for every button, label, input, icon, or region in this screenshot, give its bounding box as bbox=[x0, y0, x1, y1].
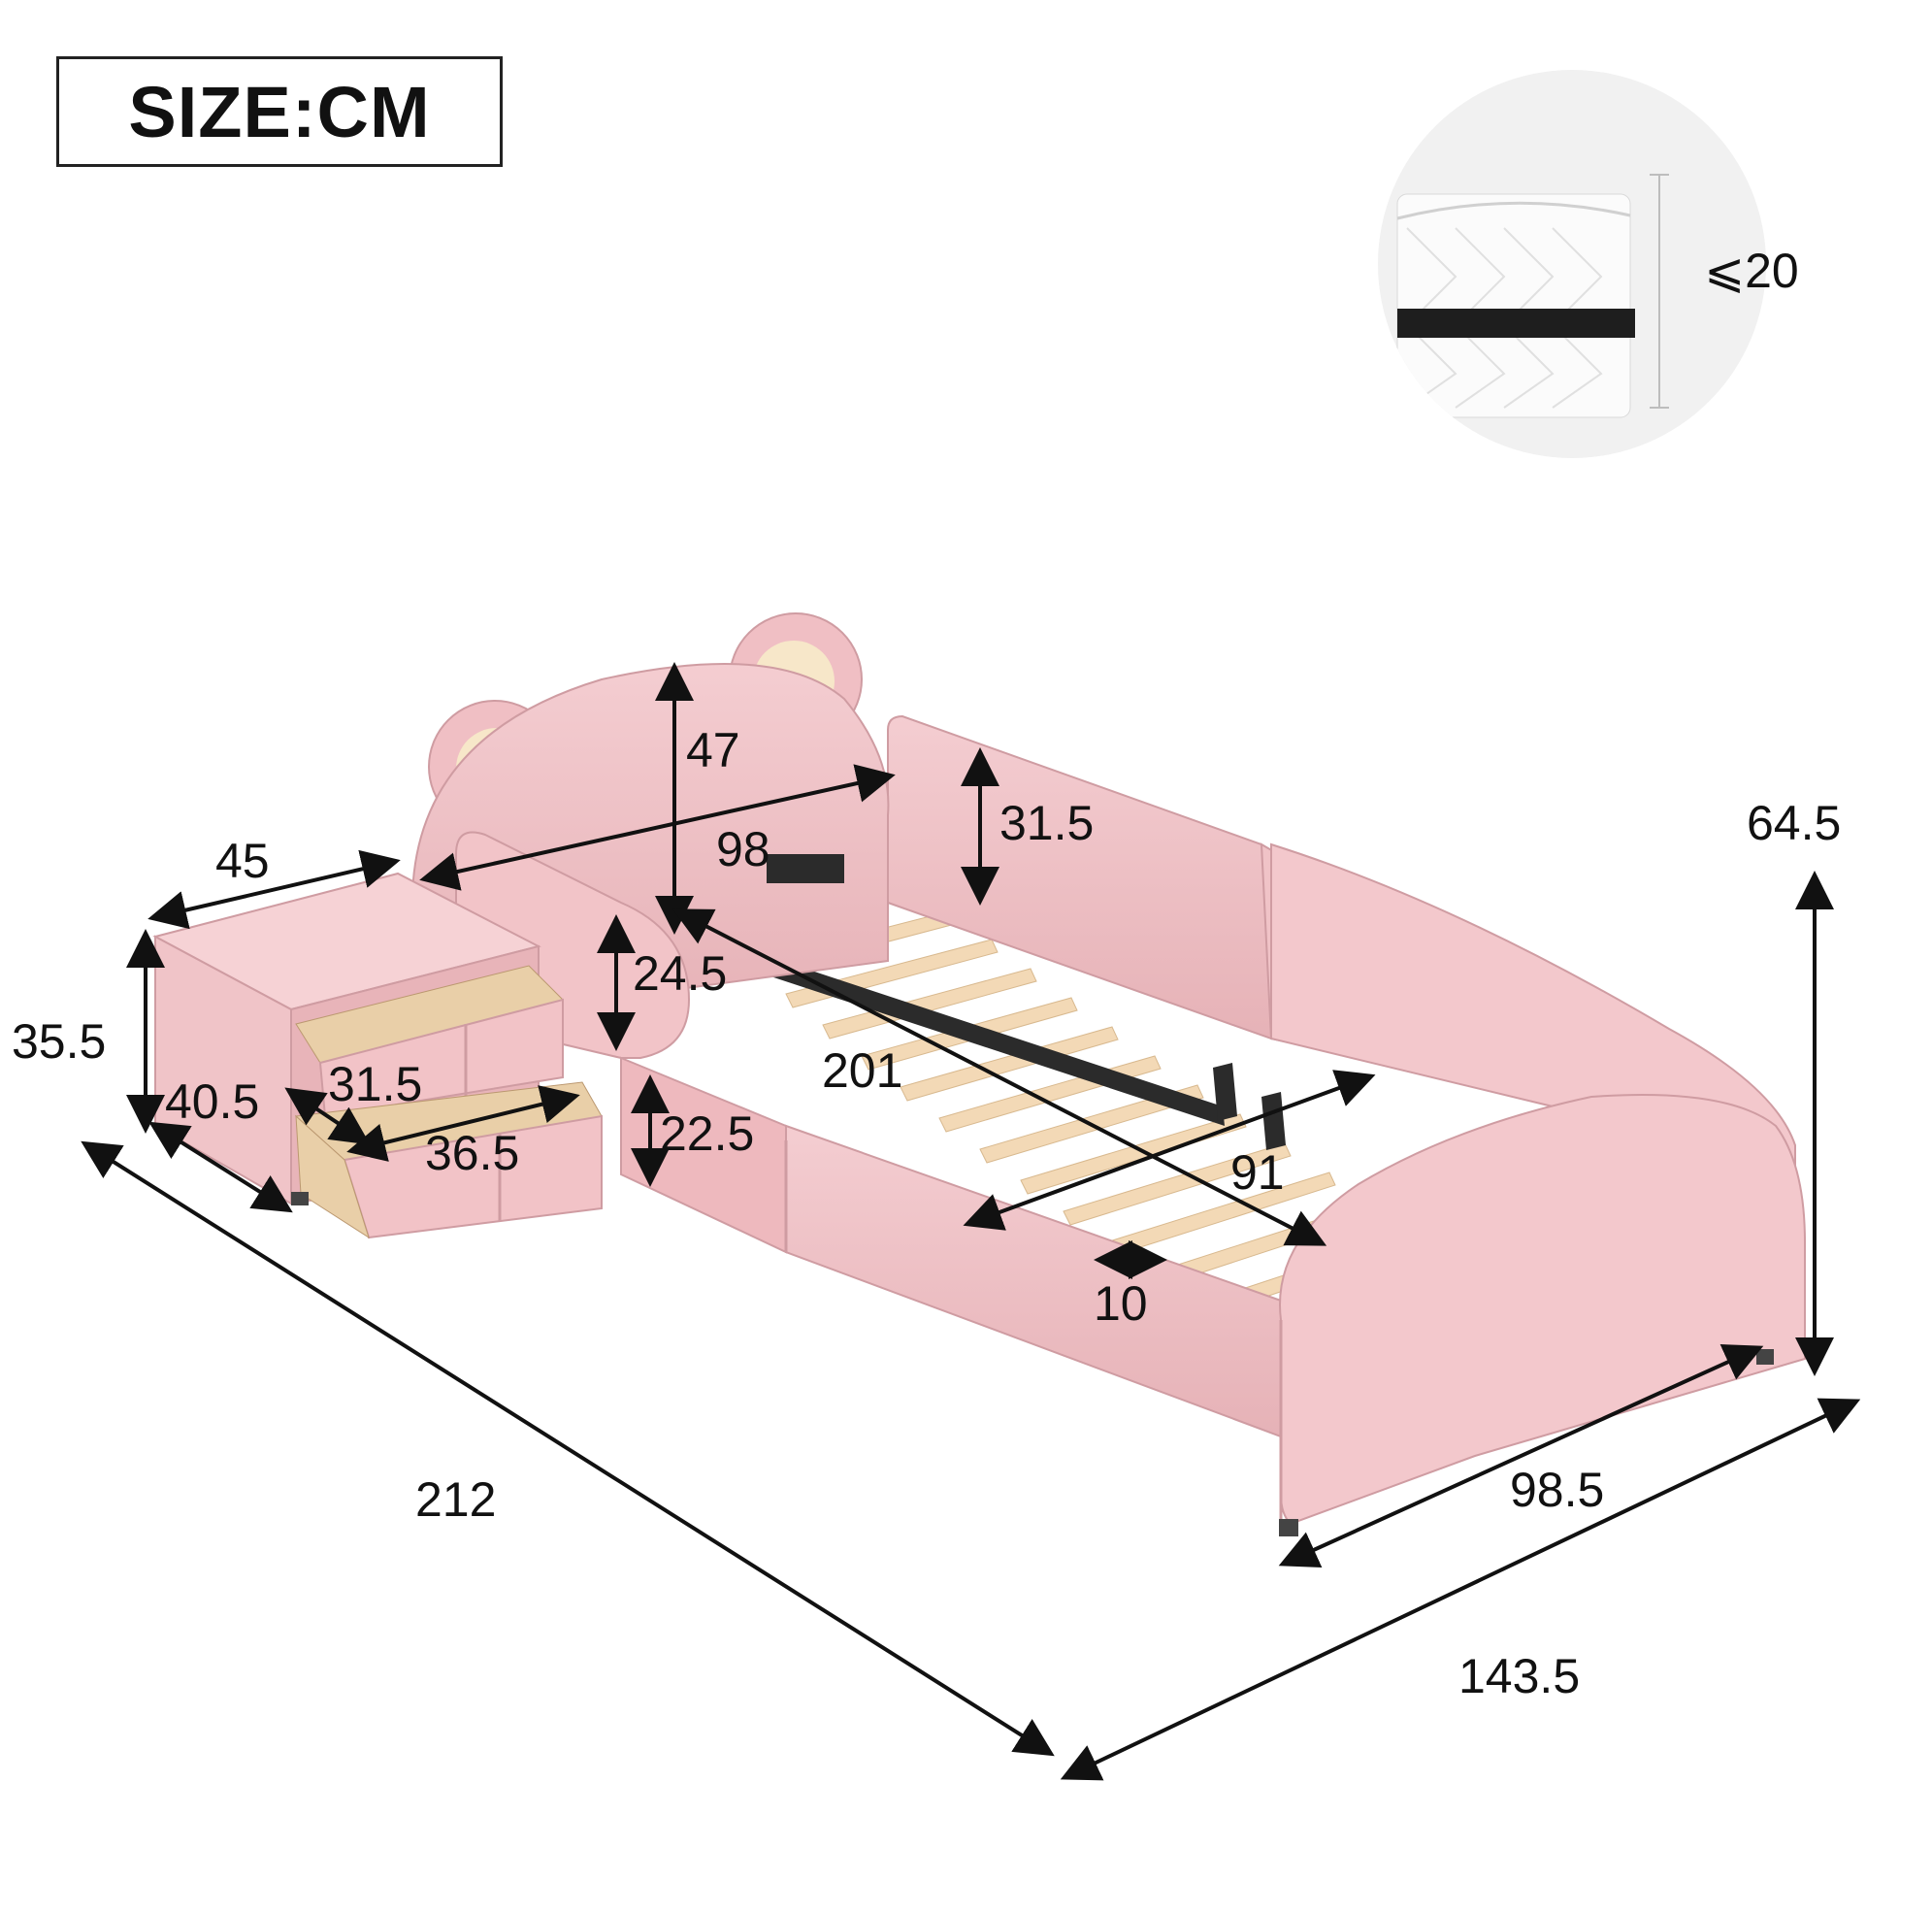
label-nightstand-height: 35.5 bbox=[12, 1014, 107, 1069]
label-side-guard-upper: 24.5 bbox=[633, 946, 728, 1001]
label-headboard-width: 98 bbox=[716, 822, 770, 876]
label-drawer-width: 36.5 bbox=[425, 1126, 520, 1180]
dimension-lines bbox=[81, 662, 1861, 1781]
label-inner-width: 91 bbox=[1230, 1145, 1285, 1200]
label-headboard-height: 47 bbox=[686, 723, 740, 777]
label-footboard-width: 98.5 bbox=[1510, 1463, 1605, 1517]
unit-label: SIZE:CM bbox=[128, 71, 431, 152]
arrow-headboard-width bbox=[419, 764, 896, 891]
label-overall-length: 212 bbox=[415, 1472, 497, 1527]
label-overall-width: 143.5 bbox=[1458, 1649, 1581, 1703]
label-drawer-depth: 31.5 bbox=[328, 1057, 423, 1111]
label-slat-gap: 10 bbox=[1094, 1276, 1148, 1331]
mattress-note: ⩽20 bbox=[1704, 244, 1799, 298]
unit-label-box: SIZE:CM bbox=[56, 56, 503, 167]
label-side-guard-lower: 22.5 bbox=[660, 1106, 755, 1161]
label-nightstand-width: 45 bbox=[215, 834, 270, 888]
mattress-inset: ⩽20 bbox=[1378, 70, 1799, 458]
arrow-nightstand-width bbox=[147, 849, 401, 930]
label-nightstand-depth: 40.5 bbox=[165, 1074, 260, 1129]
arrow-overall-length bbox=[81, 1140, 1055, 1757]
label-side-rail-height: 31.5 bbox=[999, 796, 1095, 850]
arrow-overall-width bbox=[1060, 1398, 1861, 1781]
label-inner-length: 201 bbox=[822, 1043, 903, 1098]
label-overall-height: 64.5 bbox=[1747, 796, 1842, 850]
